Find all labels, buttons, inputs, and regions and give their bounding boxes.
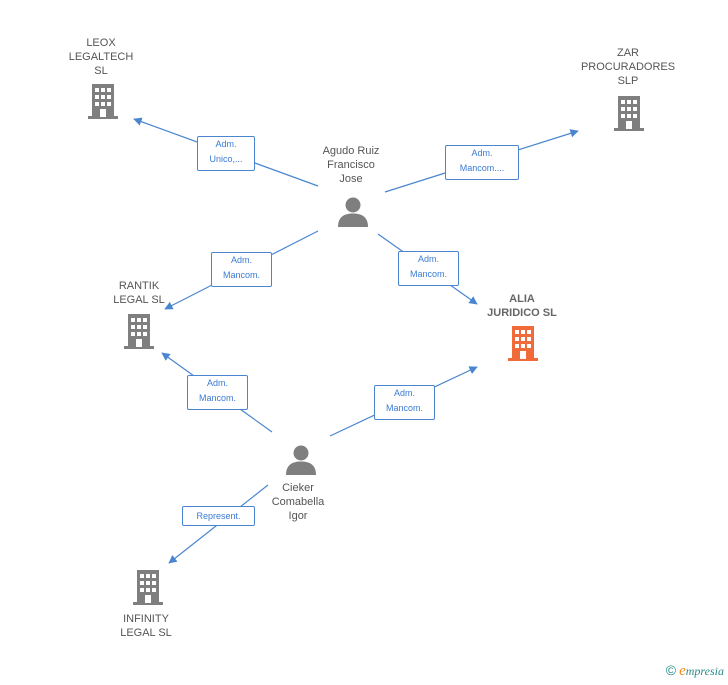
- node-label-leox: LEOX LEGALTECH SL: [68, 37, 134, 77]
- node-label-rantik: RANTIK LEGAL SL: [113, 280, 165, 306]
- building-icon[interactable]: [87, 84, 119, 119]
- edge-label-agudo-rantik[interactable]: Adm. Mancom.: [211, 252, 272, 287]
- brand-name: mpresia: [685, 664, 724, 678]
- building-icon[interactable]: [123, 314, 155, 349]
- person-icon[interactable]: [337, 196, 369, 228]
- edge-label-cieker-rantik[interactable]: Adm. Mancom.: [187, 375, 248, 410]
- node-label-alia: ALIA JURIDICO SL: [487, 293, 557, 319]
- edge-label-agudo-alia[interactable]: Adm. Mancom.: [398, 251, 459, 286]
- brand-watermark: ©empresia: [666, 662, 724, 680]
- edge-label-cieker-infinity[interactable]: Represent.: [182, 506, 255, 526]
- edge-label-agudo-zar[interactable]: Adm. Mancom....: [445, 145, 519, 180]
- person-icon[interactable]: [285, 444, 317, 476]
- node-label-cieker: Cieker Comabella Igor: [271, 482, 325, 522]
- edge-label-agudo-leox[interactable]: Adm. Unico,...: [197, 136, 255, 171]
- node-label-agudo: Agudo Ruiz Francisco Jose: [322, 145, 380, 185]
- building-icon[interactable]: [132, 570, 164, 605]
- node-label-infinity: INFINITY LEGAL SL: [120, 613, 172, 639]
- node-label-zar: ZAR PROCURADORES SLP: [580, 47, 676, 87]
- edge-label-cieker-alia[interactable]: Adm. Mancom.: [374, 385, 435, 420]
- building-icon[interactable]: [613, 96, 645, 131]
- copyright-icon: ©: [665, 662, 677, 678]
- building-icon[interactable]: [507, 326, 539, 361]
- brand-initial: e: [679, 663, 686, 679]
